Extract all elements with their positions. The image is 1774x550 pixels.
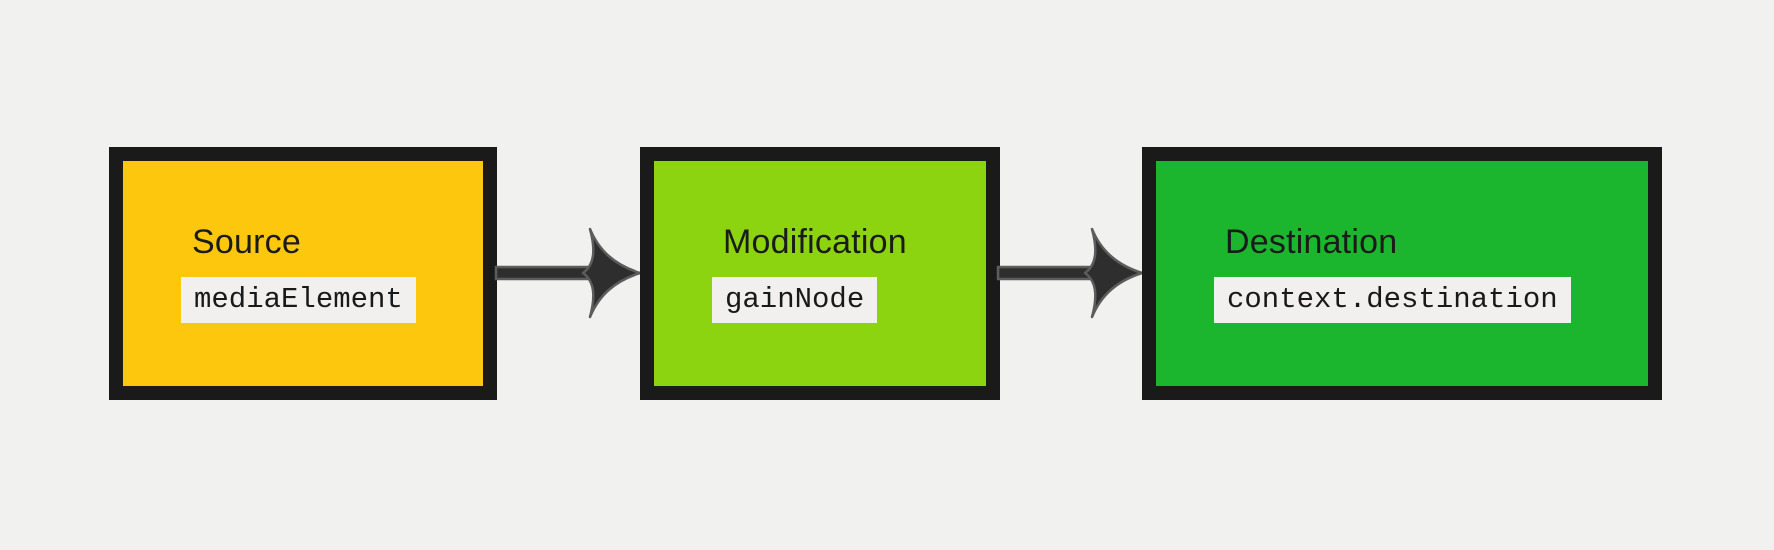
node-source-title: Source	[192, 223, 301, 262]
arrow-source-to-modification	[494, 227, 642, 319]
arrow-head-icon	[581, 227, 642, 319]
node-modification-code-chip: gainNode	[712, 276, 878, 323]
node-modification: Modification gainNode	[640, 147, 1000, 400]
node-source-code-chip: mediaElement	[181, 276, 416, 323]
node-destination-code-chip: context.destination	[1214, 276, 1571, 323]
node-destination: Destination context.destination	[1142, 147, 1662, 400]
node-source: Source mediaElement	[109, 147, 497, 400]
arrow-modification-to-destination	[996, 227, 1144, 319]
node-modification-title: Modification	[723, 223, 907, 262]
node-destination-title: Destination	[1225, 223, 1398, 262]
arrow-head-icon	[1083, 227, 1144, 319]
